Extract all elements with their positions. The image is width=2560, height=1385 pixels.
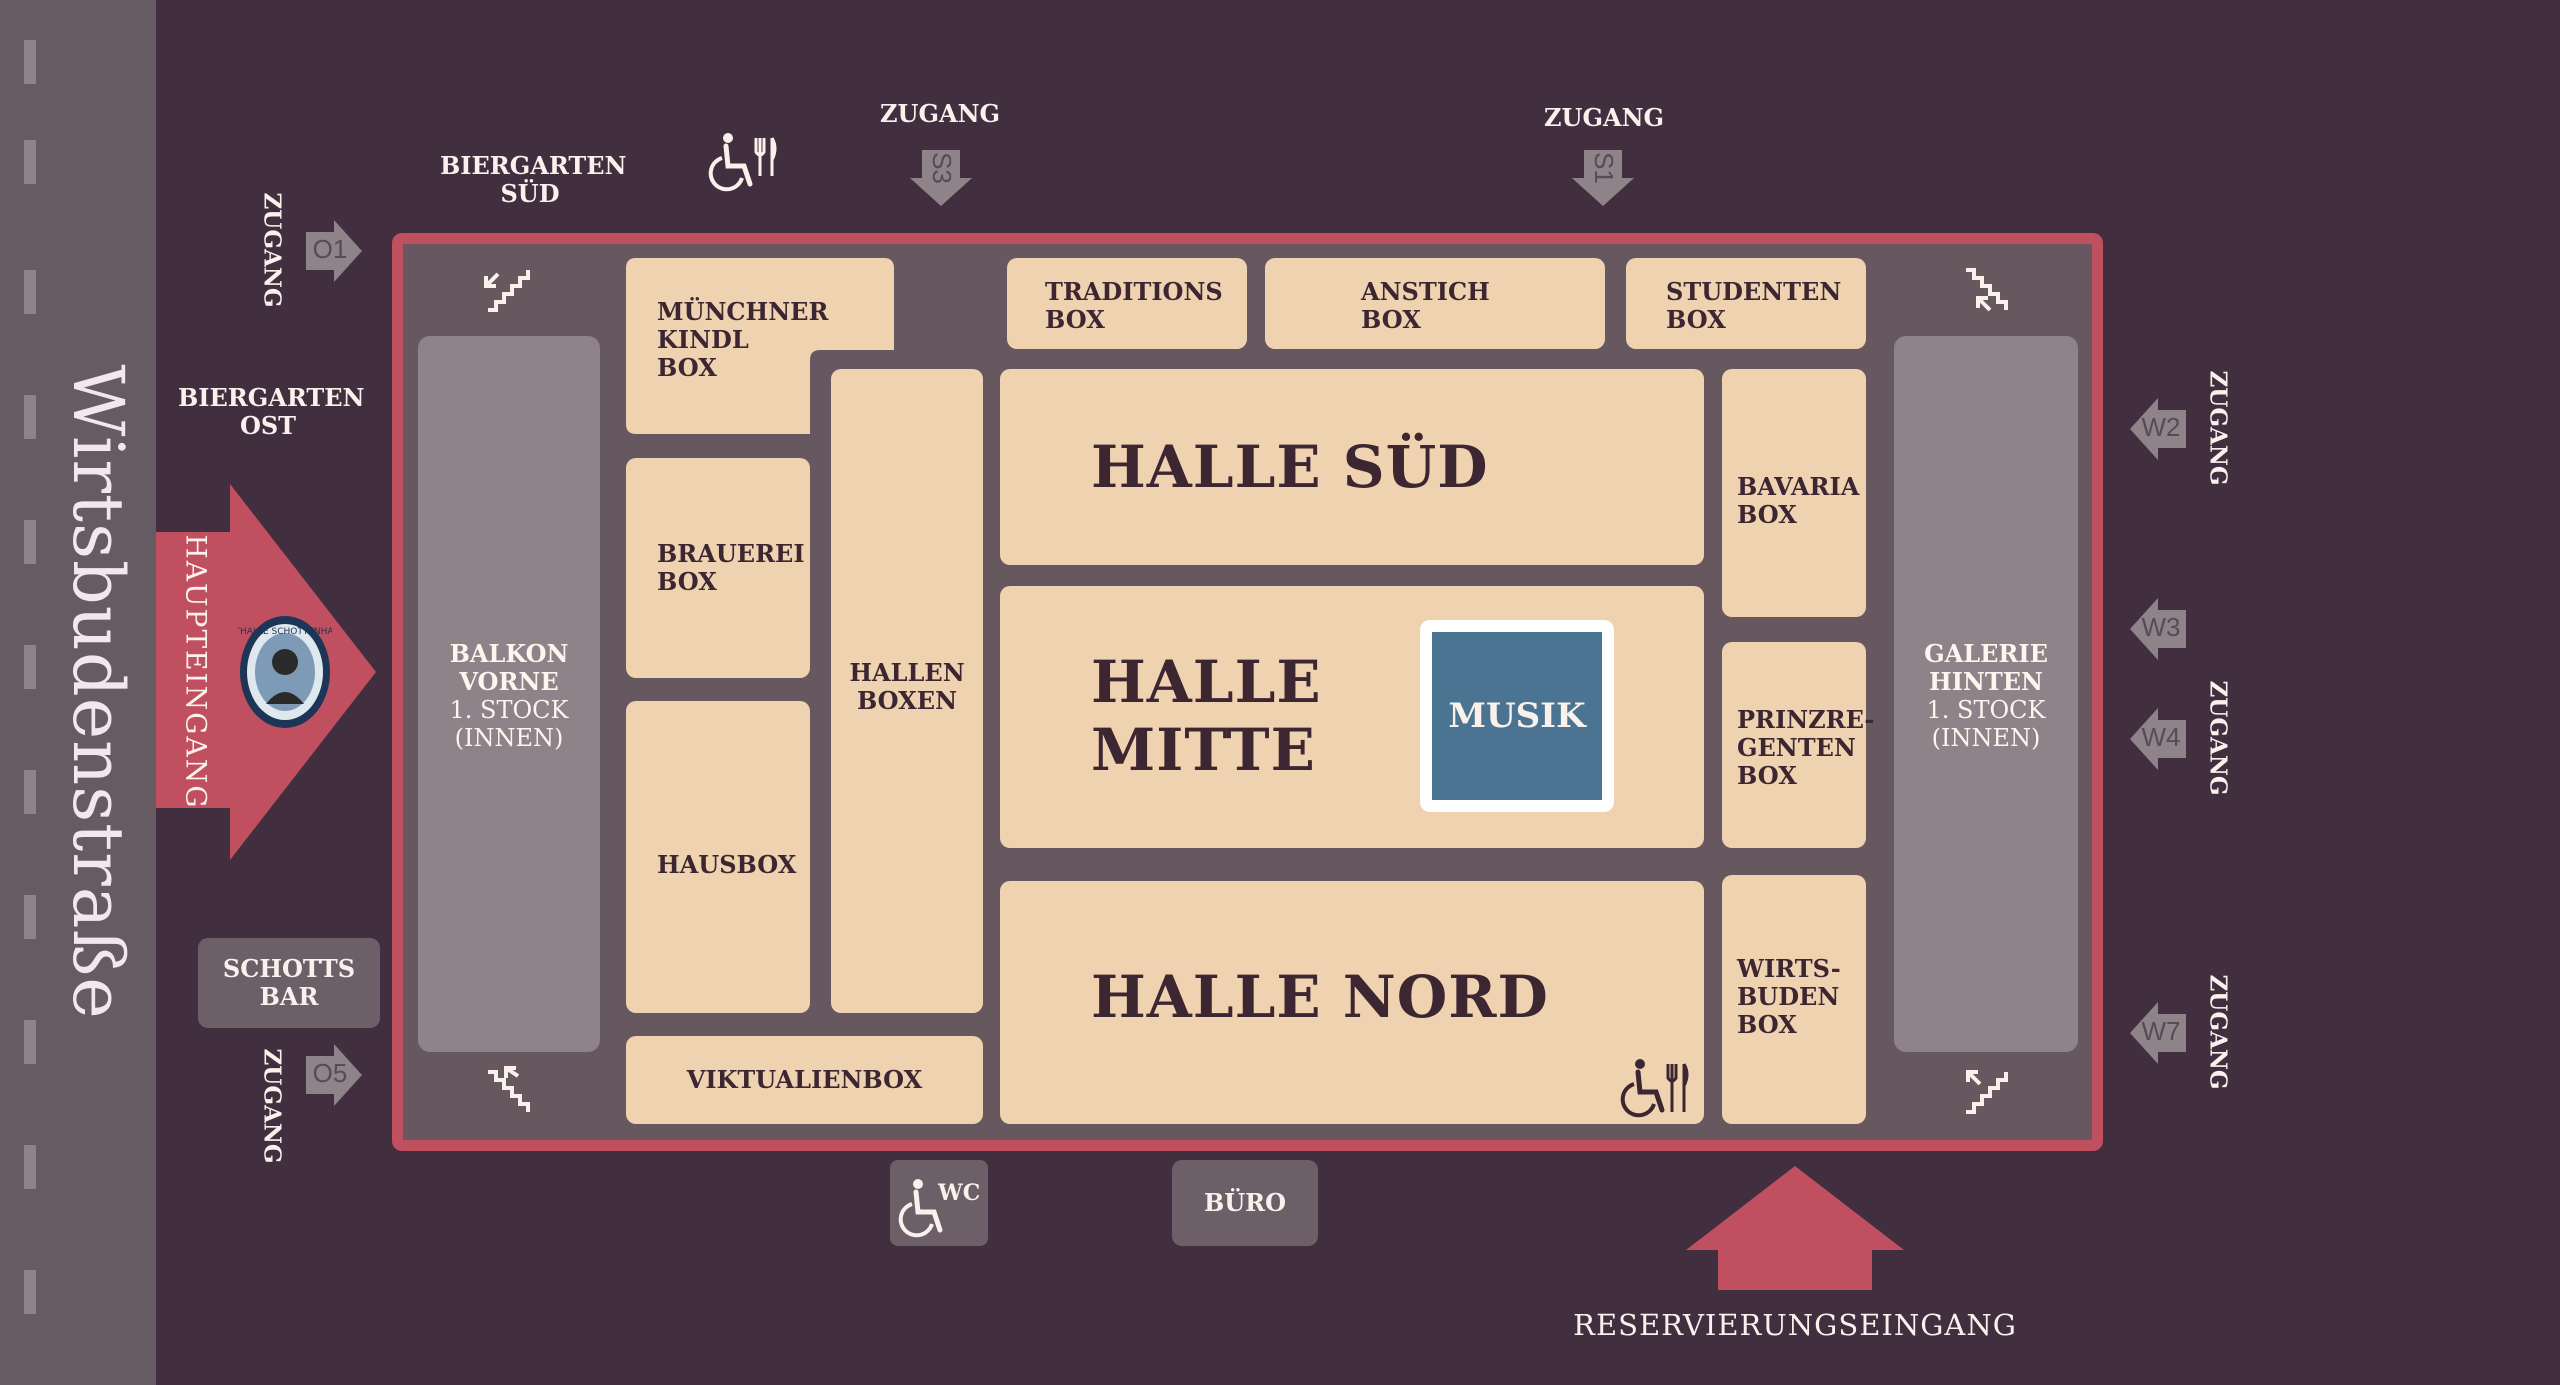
bavaria-box[interactable]: BAVARIA BOX [1722,369,1866,617]
gate-w4-arrow[interactable] [2130,708,2186,770]
anstich-box-label: ANSTICH BOX [1361,277,1490,334]
hallen-boxen[interactable]: HALLEN BOXEN [831,369,983,1013]
gate-w2-arrow[interactable] [2130,398,2186,460]
wc-box[interactable]: WC [890,1160,988,1246]
zugang-label-o5: ZUGANG [258,1048,286,1164]
viktualienbox[interactable]: VIKTUALIENBOX [626,1036,983,1124]
stairs-icon [488,1066,530,1112]
stairs-icon [1966,268,2008,312]
wheelchair-icon [898,1179,943,1238]
gate-w7-arrow[interactable] [2130,1002,2186,1064]
gate-w3-label: W3 [2141,612,2181,642]
schotts-bar[interactable]: SCHOTTS BAR [198,938,380,1028]
logo-seal: FESTHALLE SCHOTTENHAMEL [238,616,332,728]
street-name: Wirtsbudenstraße [57,364,139,1020]
brauerei-box-label: BRAUEREI BOX [657,539,805,596]
lane-marking [24,1270,36,1314]
halle-sued[interactable]: HALLE SÜD [1000,369,1704,565]
studenten-box[interactable]: STUDENTEN BOX [1626,258,1866,349]
wirtsbuden-box[interactable]: WIRTS- BUDEN BOX [1722,875,1866,1124]
galerie-hinten[interactable]: GALERIE HINTEN 1. STOCK (INNEN) [1894,336,2078,1052]
hausbox-label: HAUSBOX [657,850,797,879]
lane-marking [24,895,36,939]
traditions-box[interactable]: TRADITIONS BOX [1007,258,1247,349]
main-entrance-label: HAUPTEINGANG [179,534,213,810]
zugang-label-w2: ZUGANG [2204,370,2232,486]
biergarten-ost-label: BIERGARTEN OST [178,383,365,440]
halle-sued-label: HALLE SÜD [1091,433,1489,501]
galerie-hinten-sub: 1. STOCK (INNEN) [1926,696,2046,752]
galerie-hinten-title: GALERIE HINTEN [1924,639,2048,696]
gate-w3-arrow[interactable] [2130,598,2186,660]
gate-w7-label: W7 [2141,1016,2181,1046]
musik-stage[interactable]: MUSIK [1432,632,1602,800]
gate-s3-label: S3 [927,152,958,184]
halle-mitte-label: HALLE MITTE [1091,648,1322,784]
traditions-box-label: TRADITIONS BOX [1045,277,1223,334]
muenchner-kindl-label: MÜNCHNER KINDL BOX [657,297,829,382]
prinzregenten-box[interactable]: PRINZRE- GENTEN BOX [1722,642,1874,848]
biergarten-sued-label: BIERGARTEN SÜD [440,151,627,208]
wirtsbuden-box-label: WIRTS- BUDEN BOX [1737,954,1841,1039]
gate-o5-arrow[interactable] [306,1044,362,1106]
lane-marking [24,770,36,814]
gate-s1-label: S1 [1589,152,1620,184]
reservation-entrance-label: RESERVIERUNGSEINGANG [1573,1308,2017,1342]
hausbox[interactable]: HAUSBOX [626,701,810,1013]
lane-marking [24,395,36,439]
wc-label: WC [938,1180,981,1206]
gate-w4-label: W4 [2141,722,2181,752]
hallen-boxen-label: HALLEN BOXEN [849,658,965,715]
lane-marking [24,270,36,314]
lane-marking [24,1020,36,1064]
zugang-label-o1: ZUGANG [258,192,286,308]
gate-o1-arrow[interactable] [306,220,362,282]
lane-marking [24,140,36,184]
halle-nord-label: HALLE NORD [1091,963,1549,1031]
zugang-label-w4: ZUGANG [2204,680,2232,796]
wheelchair-icon [708,133,777,192]
muenchner-kindl-box[interactable] [626,258,896,436]
bavaria-box-label: BAVARIA BOX [1737,472,1860,529]
viktualienbox-label: VIKTUALIENBOX [686,1065,923,1094]
brauerei-box[interactable]: BRAUEREI BOX [626,458,810,678]
stairs-icon [484,270,530,312]
gate-s3-arrow[interactable] [910,150,972,206]
logo-text: FESTHALLE SCHOTTENHAMEL [238,627,332,637]
stairs-icon [1966,1070,2008,1114]
zugang-label-w7: ZUGANG [2204,974,2232,1090]
balkon-vorne-title: BALKON VORNE [449,639,569,696]
lane-marking [24,520,36,564]
balkon-vorne[interactable]: BALKON VORNE 1. STOCK (INNEN) [418,336,600,1052]
reservation-entrance-arrow[interactable] [1686,1166,1904,1290]
halle-nord[interactable]: HALLE NORD [1000,881,1704,1124]
studenten-box-label: STUDENTEN BOX [1666,277,1842,334]
zugang-label-s1: ZUGANG [1544,103,1664,132]
buero[interactable]: BÜRO [1172,1160,1318,1246]
street-strip: Wirtsbudenstraße [0,0,156,1385]
wheelchair-icon [1620,1059,1689,1118]
balkon-vorne-sub: 1. STOCK (INNEN) [449,696,569,752]
prinzregenten-box-label: PRINZRE- GENTEN BOX [1737,705,1875,790]
gate-o5-label: O5 [312,1058,348,1088]
gate-w2-label: W2 [2141,412,2181,442]
lane-marking [24,1145,36,1189]
anstich-box[interactable]: ANSTICH BOX [1265,258,1605,349]
gate-o1-label: O1 [312,234,348,264]
zugang-label-s3: ZUGANG [880,99,1000,128]
lane-marking [24,40,36,84]
lane-marking [24,645,36,689]
gate-s1-arrow[interactable] [1572,150,1634,206]
